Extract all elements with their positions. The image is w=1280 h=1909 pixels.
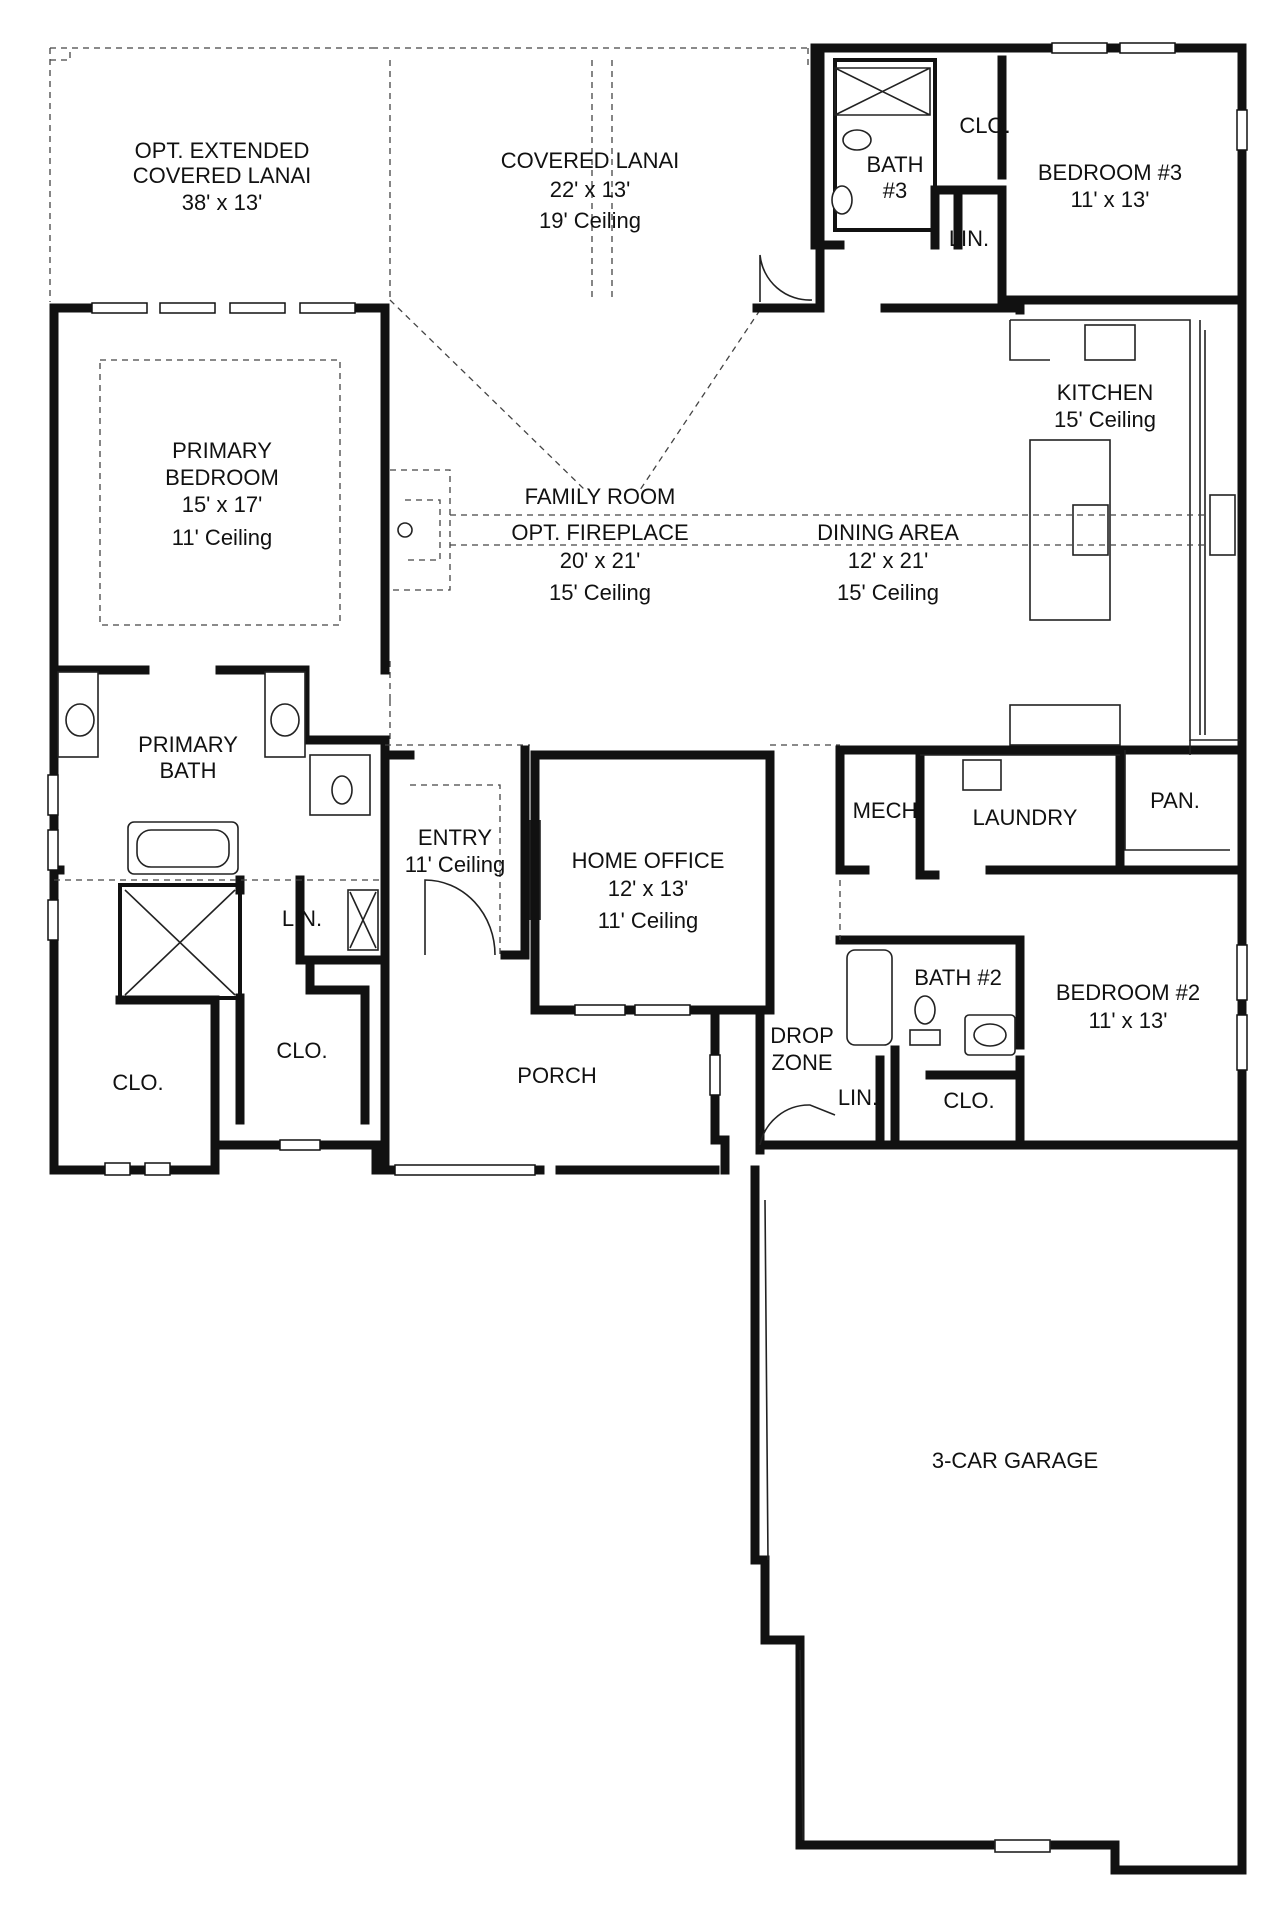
room-name: BATH #2 <box>914 965 1002 990</box>
room-mech: MECH <box>853 798 918 823</box>
casework <box>54 67 1240 1853</box>
room-kitchen: KITCHEN 15' Ceiling <box>1054 380 1156 432</box>
room-size: 12' x 21' <box>848 548 929 573</box>
room-size: 20' x 21' <box>560 548 641 573</box>
room-option: OPT. FIREPLACE <box>511 520 688 545</box>
linen-label: LIN. <box>949 226 989 251</box>
room-laundry: LAUNDRY <box>973 805 1078 830</box>
room-name: ENTRY <box>418 825 492 850</box>
closet-label: CLO. <box>943 1088 994 1113</box>
room-name: ZONE <box>771 1050 832 1075</box>
room-size: 38' x 13' <box>182 190 263 215</box>
room-size: 15' x 17' <box>182 492 263 517</box>
linen-label: LIN. <box>838 1085 878 1110</box>
room-ceiling: 15' Ceiling <box>549 580 651 605</box>
room-ceiling: 11' Ceiling <box>598 908 698 933</box>
room-covered-lanai: COVERED LANAI 22' x 13' 19' Ceiling <box>501 148 680 233</box>
room-ceiling: 19' Ceiling <box>539 208 641 233</box>
room-name: PRIMARY <box>138 732 238 757</box>
room-primary-bath: PRIMARY BATH LIN. CLO. CLO. <box>112 732 327 1095</box>
room-size: 12' x 13' <box>608 876 689 901</box>
room-bedroom2: BEDROOM #2 11' x 13' CLO. <box>943 980 1200 1113</box>
room-pantry: PAN. <box>1150 788 1200 813</box>
room-name: 3-CAR GARAGE <box>932 1448 1098 1473</box>
room-name: BEDROOM <box>165 465 279 490</box>
room-name: PORCH <box>517 1063 596 1088</box>
room-name: FAMILY ROOM <box>525 484 676 509</box>
windows <box>47 42 1248 1176</box>
closet-label: CLO. <box>959 113 1010 138</box>
room-ceiling: 11' Ceiling <box>405 852 505 877</box>
room-name: MECH <box>853 798 918 823</box>
room-name: BEDROOM #3 <box>1038 160 1182 185</box>
room-garage: 3-CAR GARAGE <box>932 1448 1098 1473</box>
linen-label: LIN. <box>282 906 322 931</box>
optional-lanai-outline <box>49 47 809 740</box>
room-name: COVERED LANAI <box>133 163 312 188</box>
room-ceiling: 15' Ceiling <box>1054 407 1156 432</box>
room-dining-area: DINING AREA 12' x 21' 15' Ceiling <box>817 520 959 605</box>
room-name: PAN. <box>1150 788 1200 813</box>
closet-label: CLO. <box>112 1070 163 1095</box>
room-opt-extended-lanai: OPT. EXTENDED COVERED LANAI 38' x 13' <box>133 138 312 215</box>
room-bath2: BATH #2 <box>914 965 1002 990</box>
room-ceiling: 15' Ceiling <box>837 580 939 605</box>
room-ceiling: 11' Ceiling <box>172 525 272 550</box>
walls <box>49 43 1247 1875</box>
room-name: BEDROOM #2 <box>1056 980 1200 1005</box>
room-home-office: HOME OFFICE 12' x 13' 11' Ceiling <box>572 848 725 933</box>
closet-label: CLO. <box>276 1038 327 1063</box>
room-name: DINING AREA <box>817 520 959 545</box>
room-size: 11' x 13' <box>1071 187 1150 212</box>
room-porch: PORCH <box>517 1063 596 1088</box>
room-name: LAUNDRY <box>973 805 1078 830</box>
room-name: KITCHEN <box>1057 380 1154 405</box>
room-name: PRIMARY <box>172 438 272 463</box>
room-size: 11' x 13' <box>1089 1008 1168 1033</box>
room-drop-zone: DROP ZONE LIN. <box>770 1023 878 1110</box>
room-bedroom3: BEDROOM #3 11' x 13' CLO. LIN. <box>949 113 1182 251</box>
room-name: HOME OFFICE <box>572 848 725 873</box>
room-name: BATH <box>159 758 216 783</box>
room-bath3: BATH #3 <box>866 152 923 203</box>
room-entry: ENTRY 11' Ceiling <box>405 825 505 877</box>
room-name: DROP <box>770 1023 834 1048</box>
room-primary-bedroom: PRIMARY BEDROOM 15' x 17' 11' Ceiling <box>165 438 279 550</box>
room-family-room: FAMILY ROOM OPT. FIREPLACE 20' x 21' 15'… <box>511 484 688 605</box>
room-name: #3 <box>883 178 907 203</box>
room-name: COVERED LANAI <box>501 148 680 173</box>
room-size: 22' x 13' <box>550 177 631 202</box>
room-name: OPT. EXTENDED <box>135 138 310 163</box>
room-name: BATH <box>866 152 923 177</box>
